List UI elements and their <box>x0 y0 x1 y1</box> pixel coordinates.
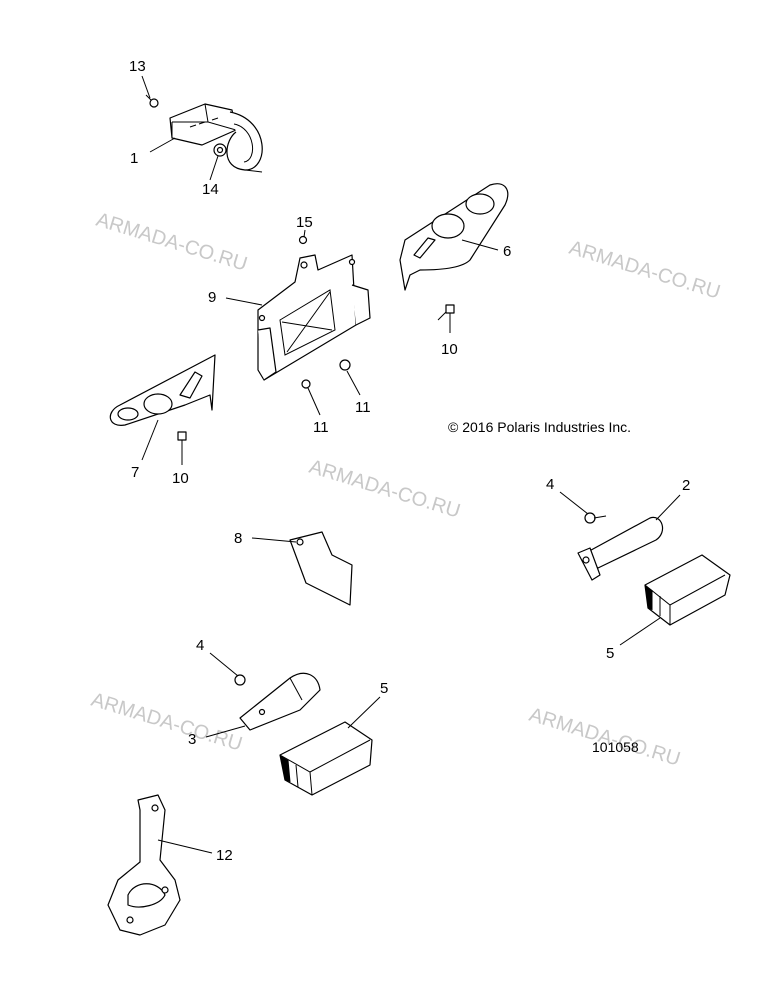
part-2-bracket <box>577 516 664 581</box>
leader-11-right <box>346 370 361 396</box>
part-10-bolt-left <box>177 431 187 448</box>
leader-12 <box>157 839 213 854</box>
leader-5-right <box>619 617 661 646</box>
watermarks: ARMADA-CO.RU ARMADA-CO.RU ARMADA-CO.RU A… <box>89 209 723 771</box>
watermark-2: ARMADA-CO.RU <box>567 237 723 304</box>
watermark-1: ARMADA-CO.RU <box>94 209 250 276</box>
part-11-nut-a <box>301 379 311 389</box>
part-9-mounting-plate <box>257 254 371 381</box>
watermark-5: ARMADA-CO.RU <box>527 704 683 771</box>
leader-2 <box>655 494 681 521</box>
part-14-washer <box>213 143 227 157</box>
part-15-nut <box>298 235 308 245</box>
part-7-bracket <box>109 354 216 426</box>
leader-11-left <box>307 387 321 416</box>
callout-11-left: 11 <box>313 419 329 436</box>
part-4-screw-right <box>584 512 607 524</box>
part-10-bolt-right <box>437 304 455 321</box>
part-13-screw <box>145 94 159 108</box>
part-3-bracket <box>239 672 321 731</box>
leader-8 <box>251 537 297 543</box>
leader-7 <box>141 419 159 461</box>
callout-12: 12 <box>216 847 233 864</box>
leader-14 <box>209 155 219 181</box>
leader-5-left <box>347 696 381 729</box>
watermark-4: ARMADA-CO.RU <box>89 689 245 756</box>
callout-3: 3 <box>188 731 196 748</box>
callout-5-left: 5 <box>380 680 388 697</box>
callout-10-left: 10 <box>172 470 189 487</box>
part-6-bracket <box>399 183 509 291</box>
leader-3 <box>205 725 246 738</box>
callout-14: 14 <box>202 181 219 198</box>
leader-13 <box>141 75 151 99</box>
diagram-id: 101058 <box>592 739 639 755</box>
callout-13: 13 <box>129 58 146 75</box>
callout-4-left: 4 <box>196 637 204 654</box>
callout-2: 2 <box>682 477 690 494</box>
callout-11-right: 11 <box>355 399 371 416</box>
leader-6 <box>461 239 499 251</box>
part-5-lamp-left <box>279 721 373 796</box>
part-5-lamp-right <box>644 554 731 626</box>
leader-15 <box>303 229 306 238</box>
part-11-nut-b <box>339 359 351 371</box>
callout-8: 8 <box>234 530 242 547</box>
callout-10-right: 10 <box>441 341 458 358</box>
leader-1 <box>149 137 176 153</box>
leader-9 <box>225 297 263 306</box>
callout-15: 15 <box>296 214 313 231</box>
leader-lines <box>141 75 681 854</box>
copyright-text: © 2016 Polaris Industries Inc. <box>448 419 631 435</box>
leader-4-left <box>209 652 239 677</box>
part-4-screw-left <box>234 674 246 686</box>
callout-5-right: 5 <box>606 645 614 662</box>
part-8-plate <box>289 531 353 606</box>
callout-1: 1 <box>130 150 138 167</box>
callout-9: 9 <box>208 289 216 306</box>
part-12-bracket <box>107 794 181 936</box>
callout-6: 6 <box>503 243 511 260</box>
part-1-switch-assembly <box>169 103 263 173</box>
callout-7: 7 <box>131 464 139 481</box>
leader-4-right <box>559 491 589 515</box>
callout-4-right: 4 <box>546 476 554 493</box>
callout-labels: 13 1 14 15 9 6 10 11 11 7 10 © 2016 Pola… <box>129 58 690 864</box>
watermark-3: ARMADA-CO.RU <box>307 456 463 523</box>
